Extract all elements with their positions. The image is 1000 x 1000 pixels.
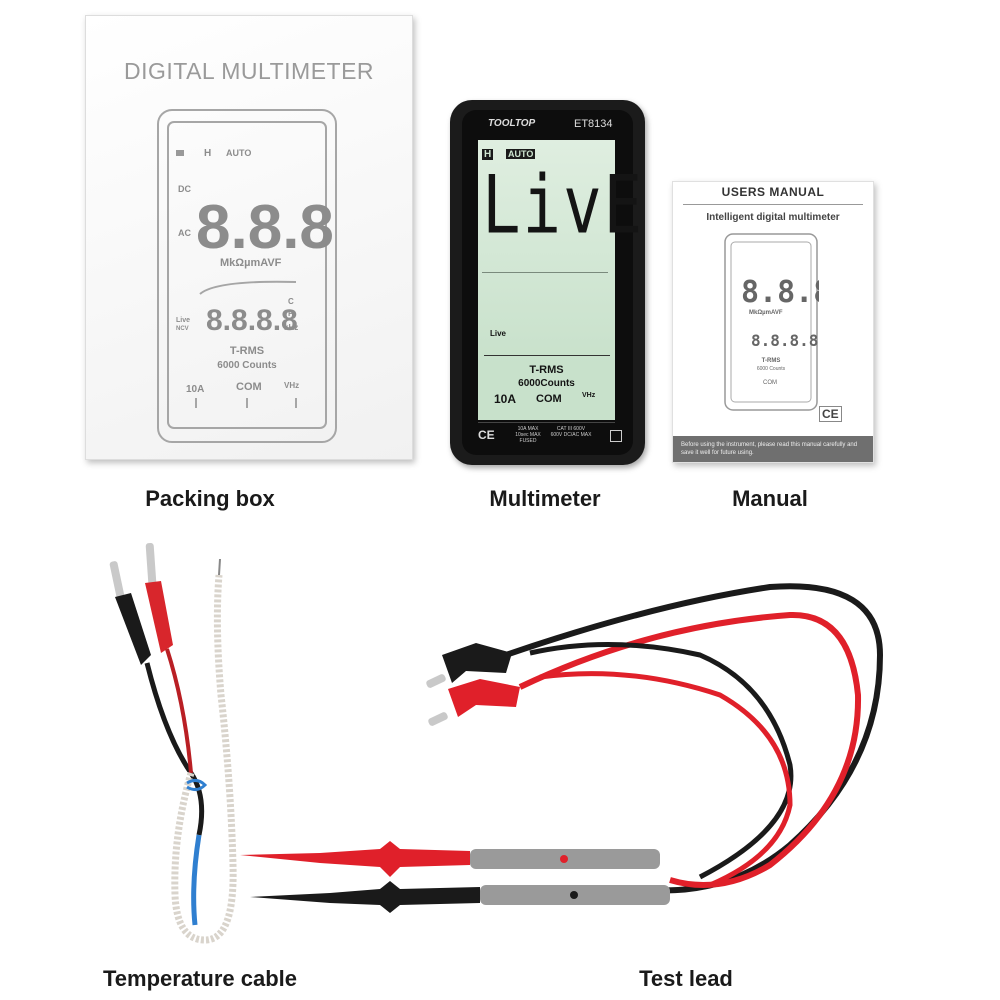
sketch-auto-label: AUTO xyxy=(226,148,251,158)
lead-red-cable-loop xyxy=(539,671,793,888)
manual-title: USERS MANUAL xyxy=(721,185,825,199)
lcd-auto-indicator: AUTO xyxy=(506,149,536,159)
manual-image: USERS MANUAL Intelligent digital multime… xyxy=(672,181,874,463)
manual-sketch-sub-digits: 8.8.8.8 xyxy=(751,331,818,350)
lcd-main-reading: LivE xyxy=(482,160,645,253)
banana-pin-black xyxy=(109,561,125,599)
sketch-port-v: VHz xyxy=(284,381,299,390)
multimeter-jack-strip xyxy=(478,422,615,447)
connector-black-pin xyxy=(426,674,446,688)
connector-red-pin xyxy=(428,712,448,726)
port-com-label: COM xyxy=(536,393,562,405)
manual-ce-mark: CE xyxy=(819,406,842,422)
caption-packing-box: Packing box xyxy=(145,486,275,511)
manual-sketch-units: MkΩµmAVF xyxy=(749,310,783,316)
manual-title-rule xyxy=(683,204,863,205)
packing-box-image: DIGITAL MULTIMETER H AUTO DC AC 8.8.8.8 … xyxy=(85,15,413,460)
sketch-trms-label: T-RMS xyxy=(230,345,264,357)
probe-red-dot xyxy=(560,855,568,863)
sketch-unit-f: F xyxy=(288,309,293,318)
plug-body-black xyxy=(115,593,151,665)
sketch-live-label: Live xyxy=(176,317,190,324)
connector-red xyxy=(448,679,520,717)
lead-black-cable-loop xyxy=(529,642,794,880)
manual-sketch-counts: 6000 Counts xyxy=(757,366,786,372)
cable-blue-tie xyxy=(186,778,208,792)
probe-red-tip xyxy=(240,841,470,877)
sketch-unit-c: C xyxy=(288,297,294,306)
manual-sketch-trms: T-RMS xyxy=(762,358,781,364)
sketch-ncv-label: NCV xyxy=(176,326,189,332)
sketch-main-digits: 8.8.8.8 xyxy=(196,193,338,262)
double-insulation-icon xyxy=(610,430,622,442)
multimeter-brand-logo: TOOLTOP xyxy=(488,118,536,129)
multimeter-image: TOOLTOP ET8134 H AUTO LivE Live T-RMS 60… xyxy=(450,100,645,465)
manual-sketch-digits: 8.8.8.8 xyxy=(741,275,819,310)
sketch-unit-khz: kHz xyxy=(284,323,298,332)
caption-test-lead: Test lead xyxy=(639,966,733,991)
multimeter-sketch: H AUTO DC AC 8.8.8.8 MkΩµmAVF 8.8.8.8 C … xyxy=(157,109,338,443)
lcd-counts-label: 6000Counts xyxy=(518,378,575,389)
lcd-divider xyxy=(482,272,608,273)
multimeter-warning-left: 10A MAX 10sec MAX FUSED xyxy=(515,426,541,444)
packing-box-title: DIGITAL MULTIMETER xyxy=(123,58,375,84)
multimeter-ce-mark: CE xyxy=(478,428,495,442)
lcd-live-label: Live xyxy=(490,329,507,338)
cable-black-wire xyxy=(144,662,205,836)
sketch-port-com: COM xyxy=(236,381,262,393)
banana-pin-red xyxy=(145,542,157,586)
sketch-port-10a: 10A xyxy=(186,384,204,395)
thermocouple-tip xyxy=(218,558,221,576)
connector-black xyxy=(442,643,512,683)
caption-multimeter: Multimeter xyxy=(489,486,601,511)
lead-red-cable xyxy=(518,611,862,888)
probe-black-tip xyxy=(250,881,480,913)
sketch-sub-digits: 8.8.8.8 xyxy=(206,304,298,337)
caption-temperature-cable: Temperature cable xyxy=(102,966,297,991)
lcd-hold-indicator: H xyxy=(482,149,494,160)
cable-red-wire xyxy=(165,648,193,774)
multimeter-model-label: ET8134 xyxy=(574,118,613,130)
port-10a-label: 10A xyxy=(494,392,517,406)
manual-footer-band xyxy=(673,436,873,462)
plug-body-red xyxy=(145,581,173,653)
sketch-hold-label: H xyxy=(204,148,211,159)
cable-blue-sleeve xyxy=(191,834,202,926)
sketch-dc-label: DC xyxy=(178,184,191,194)
probe-black-dot xyxy=(570,891,578,899)
sketch-counts-label: 6000 Counts xyxy=(217,360,277,371)
sketch-units-row: MkΩµmAVF xyxy=(220,257,282,269)
temperature-cable-image xyxy=(109,542,237,944)
lead-black-cable xyxy=(499,583,884,894)
sketch-ac-label: AC xyxy=(178,228,191,238)
manual-warning-text: Before using the instrument, please read… xyxy=(681,442,858,456)
caption-manual: Manual xyxy=(732,486,808,511)
multimeter-lcd: H AUTO LivE xyxy=(478,140,642,365)
lcd-bottom-divider xyxy=(484,355,610,356)
lcd-lower-panel xyxy=(478,362,615,420)
multimeter-warning-right: CAT III 600V 600V DC/AC MAX xyxy=(550,426,592,438)
manual-subtitle: Intelligent digital multimeter xyxy=(706,212,840,223)
port-v-label: VHz xyxy=(582,392,596,399)
test-lead-image xyxy=(240,583,884,913)
manual-sketch-com: COM xyxy=(763,380,777,386)
lcd-trms-label: T-RMS xyxy=(529,364,564,376)
manual-meter-sketch: 8.8.8.8 MkΩµmAVF 8.8.8.8 T-RMS 6000 Coun… xyxy=(724,233,819,411)
